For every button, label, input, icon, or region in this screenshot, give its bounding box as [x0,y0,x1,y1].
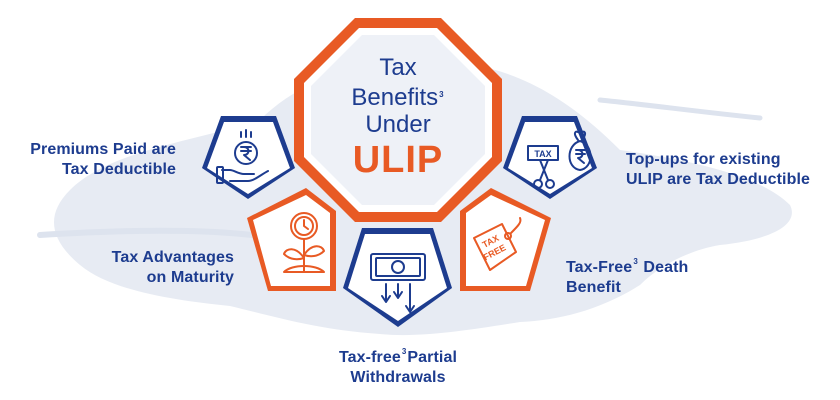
tax-cut-bag-icon [527,130,592,189]
center-octagon [294,18,502,222]
cash-withdraw-icon [370,253,426,313]
background-splash-stroke [37,227,263,239]
label-withdrawals: Tax-free3Partial Withdrawals [338,347,458,386]
label-death-benefit: Tax-Free3 Death Benefit [566,257,689,296]
center-title-line-3: Under [365,111,431,138]
center-title-ulip: ULIP [352,139,444,181]
tax-free-tag-icon [473,217,522,271]
rupee-coin-hand-icon [216,129,269,184]
label-maturity: Tax Advantages on Maturity [111,249,234,286]
pentagon-death [460,188,551,291]
center-title-line-1: Tax [379,54,417,81]
background-splash-stroke [597,97,763,121]
center-title-line-2: Benefits3 [351,84,444,111]
pentagon-maturity [247,188,336,291]
plant-clock-icon [283,212,325,273]
pentagon-premiums [202,116,295,199]
pentagon-withdrawals [343,228,452,327]
pentagon-topups [503,116,597,199]
tax-doc-text: TAX [534,149,551,159]
label-topups: Top-ups for existing ULIP are Tax Deduct… [626,151,810,188]
label-premiums: Premiums Paid are Tax Deductible [30,141,176,178]
center-title: Tax Benefits3 Under ULIP [318,54,478,182]
